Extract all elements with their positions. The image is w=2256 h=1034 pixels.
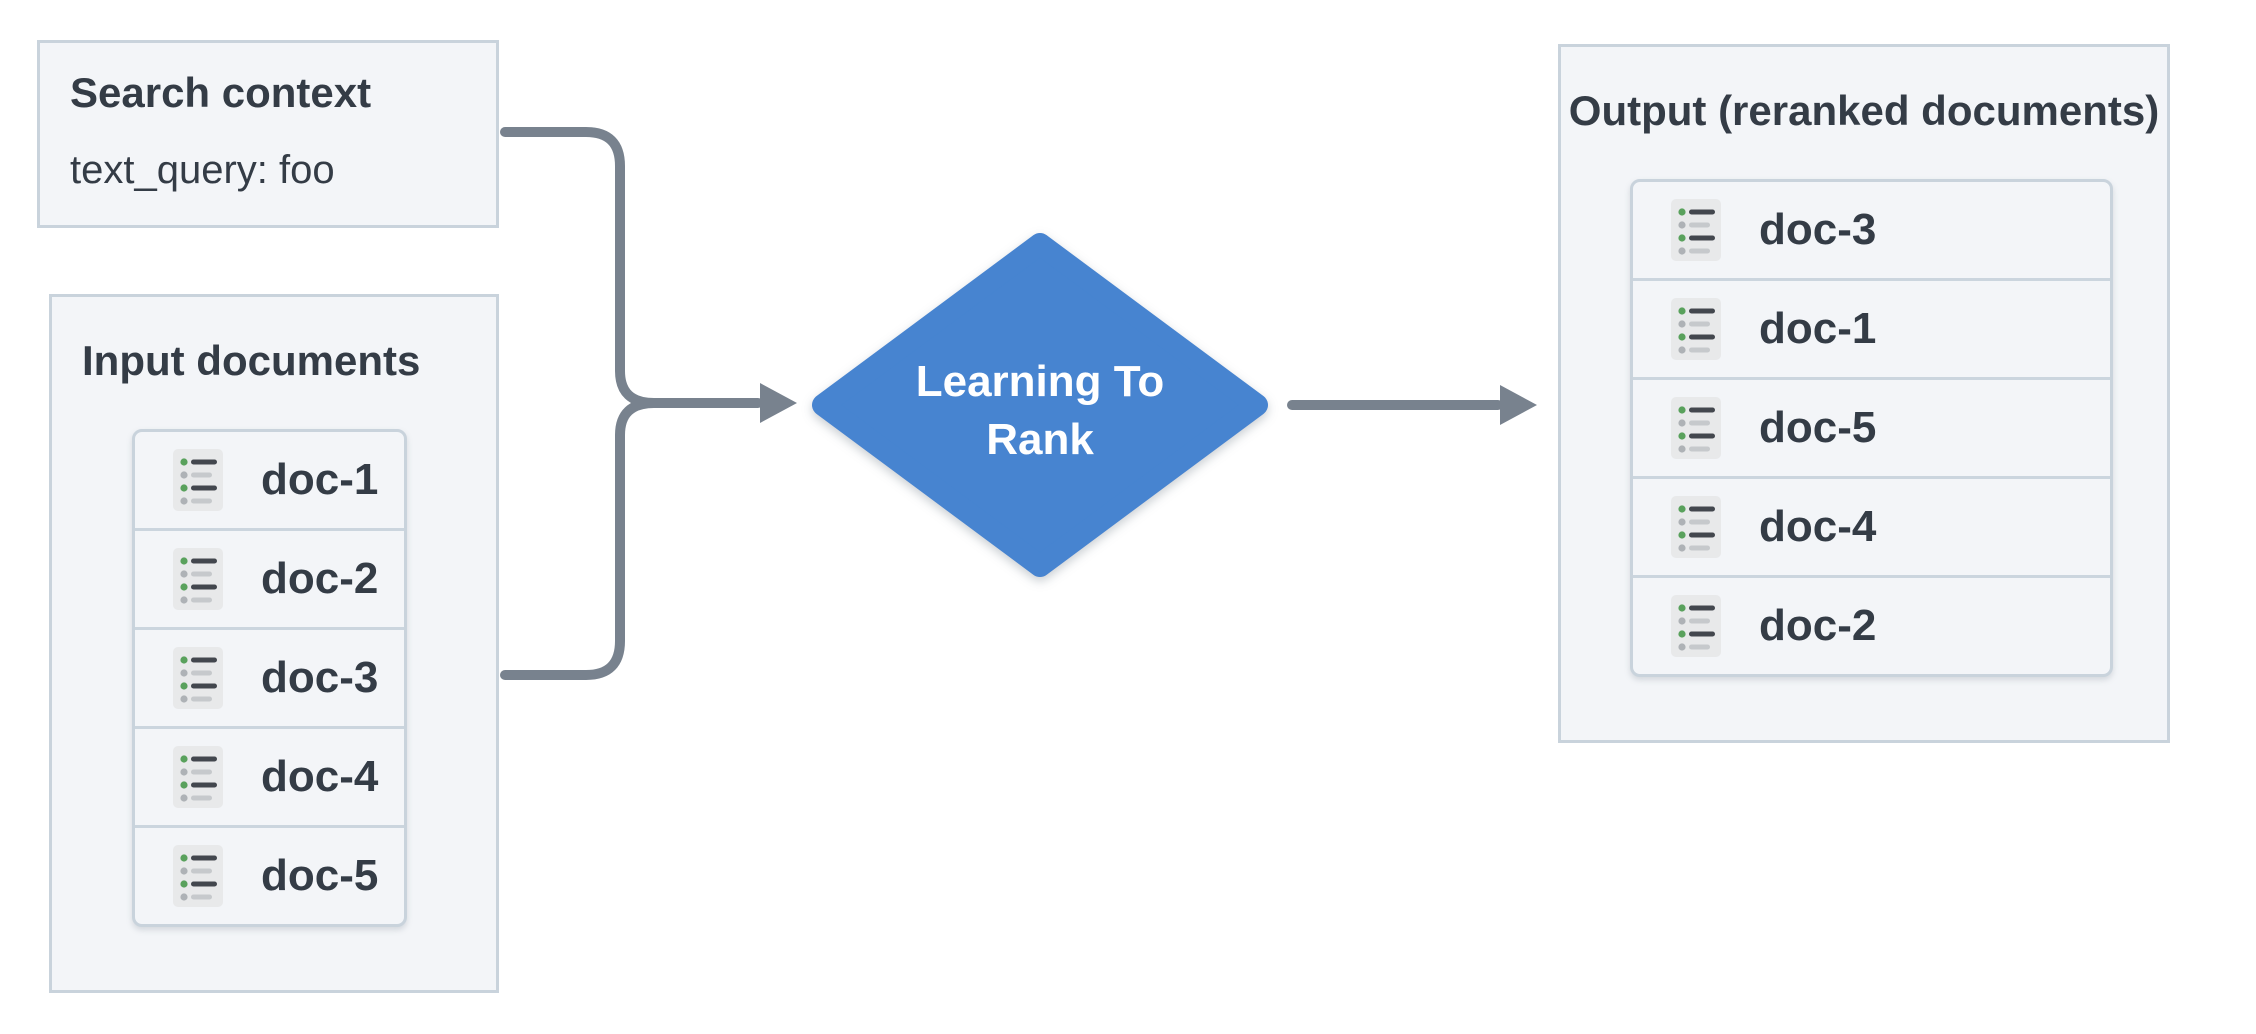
document-list-icon: [1671, 595, 1721, 657]
input-documents-panel: Input documents doc-1 doc-2 doc-3: [49, 294, 499, 993]
doc-row: doc-3: [1633, 182, 2110, 278]
doc-row: doc-4: [135, 726, 404, 825]
arrowhead-into-diamond-icon: [760, 383, 797, 423]
doc-row: doc-2: [135, 528, 404, 627]
document-list-icon: [1671, 199, 1721, 261]
learning-to-rank-diamond: [812, 233, 1268, 577]
search-context-panel: Search context text_query: foo: [37, 40, 499, 228]
doc-row: doc-2: [1633, 575, 2110, 674]
text-query-value: text_query: foo: [70, 148, 335, 192]
output-doc-list: doc-3 doc-1 doc-5 doc-4: [1630, 179, 2113, 677]
doc-row: doc-1: [135, 432, 404, 528]
input-doc-list: doc-1 doc-2 doc-3 doc-4: [132, 429, 407, 927]
doc-label: doc-1: [1759, 304, 1877, 353]
output-title: Output (reranked documents): [1568, 87, 2160, 134]
diamond-label-line1: Learning To: [915, 357, 1165, 406]
connector-input-to-diamond: [500, 398, 659, 680]
document-list-icon: [1671, 397, 1721, 459]
connector-search-to-diamond: [500, 127, 763, 408]
doc-label: doc-1: [261, 455, 379, 504]
doc-row: doc-5: [135, 825, 404, 924]
doc-row: doc-5: [1633, 377, 2110, 476]
output-reranked-panel: Output (reranked documents) doc-3 doc-1 …: [1558, 44, 2170, 743]
doc-label: doc-3: [1759, 205, 1877, 254]
doc-label: doc-4: [261, 752, 379, 801]
document-list-icon: [173, 746, 223, 808]
document-list-icon: [173, 647, 223, 709]
doc-label: doc-2: [1759, 601, 1877, 650]
document-list-icon: [1671, 496, 1721, 558]
doc-label: doc-2: [261, 554, 379, 603]
document-list-icon: [173, 449, 223, 511]
doc-label: doc-5: [261, 851, 379, 900]
doc-row: doc-3: [135, 627, 404, 726]
doc-row: doc-1: [1633, 278, 2110, 377]
doc-label: doc-5: [1759, 403, 1877, 452]
diamond-label-line2: Rank: [986, 415, 1094, 464]
document-list-icon: [173, 548, 223, 610]
input-documents-title: Input documents: [82, 337, 421, 384]
diamond-label: Learning To Rank: [840, 353, 1240, 469]
document-list-icon: [1671, 298, 1721, 360]
document-list-icon: [173, 845, 223, 907]
doc-row: doc-4: [1633, 476, 2110, 575]
arrowhead-into-output-icon: [1500, 385, 1537, 425]
doc-label: doc-3: [261, 653, 379, 702]
search-context-title: Search context: [70, 69, 372, 116]
doc-label: doc-4: [1759, 502, 1877, 551]
